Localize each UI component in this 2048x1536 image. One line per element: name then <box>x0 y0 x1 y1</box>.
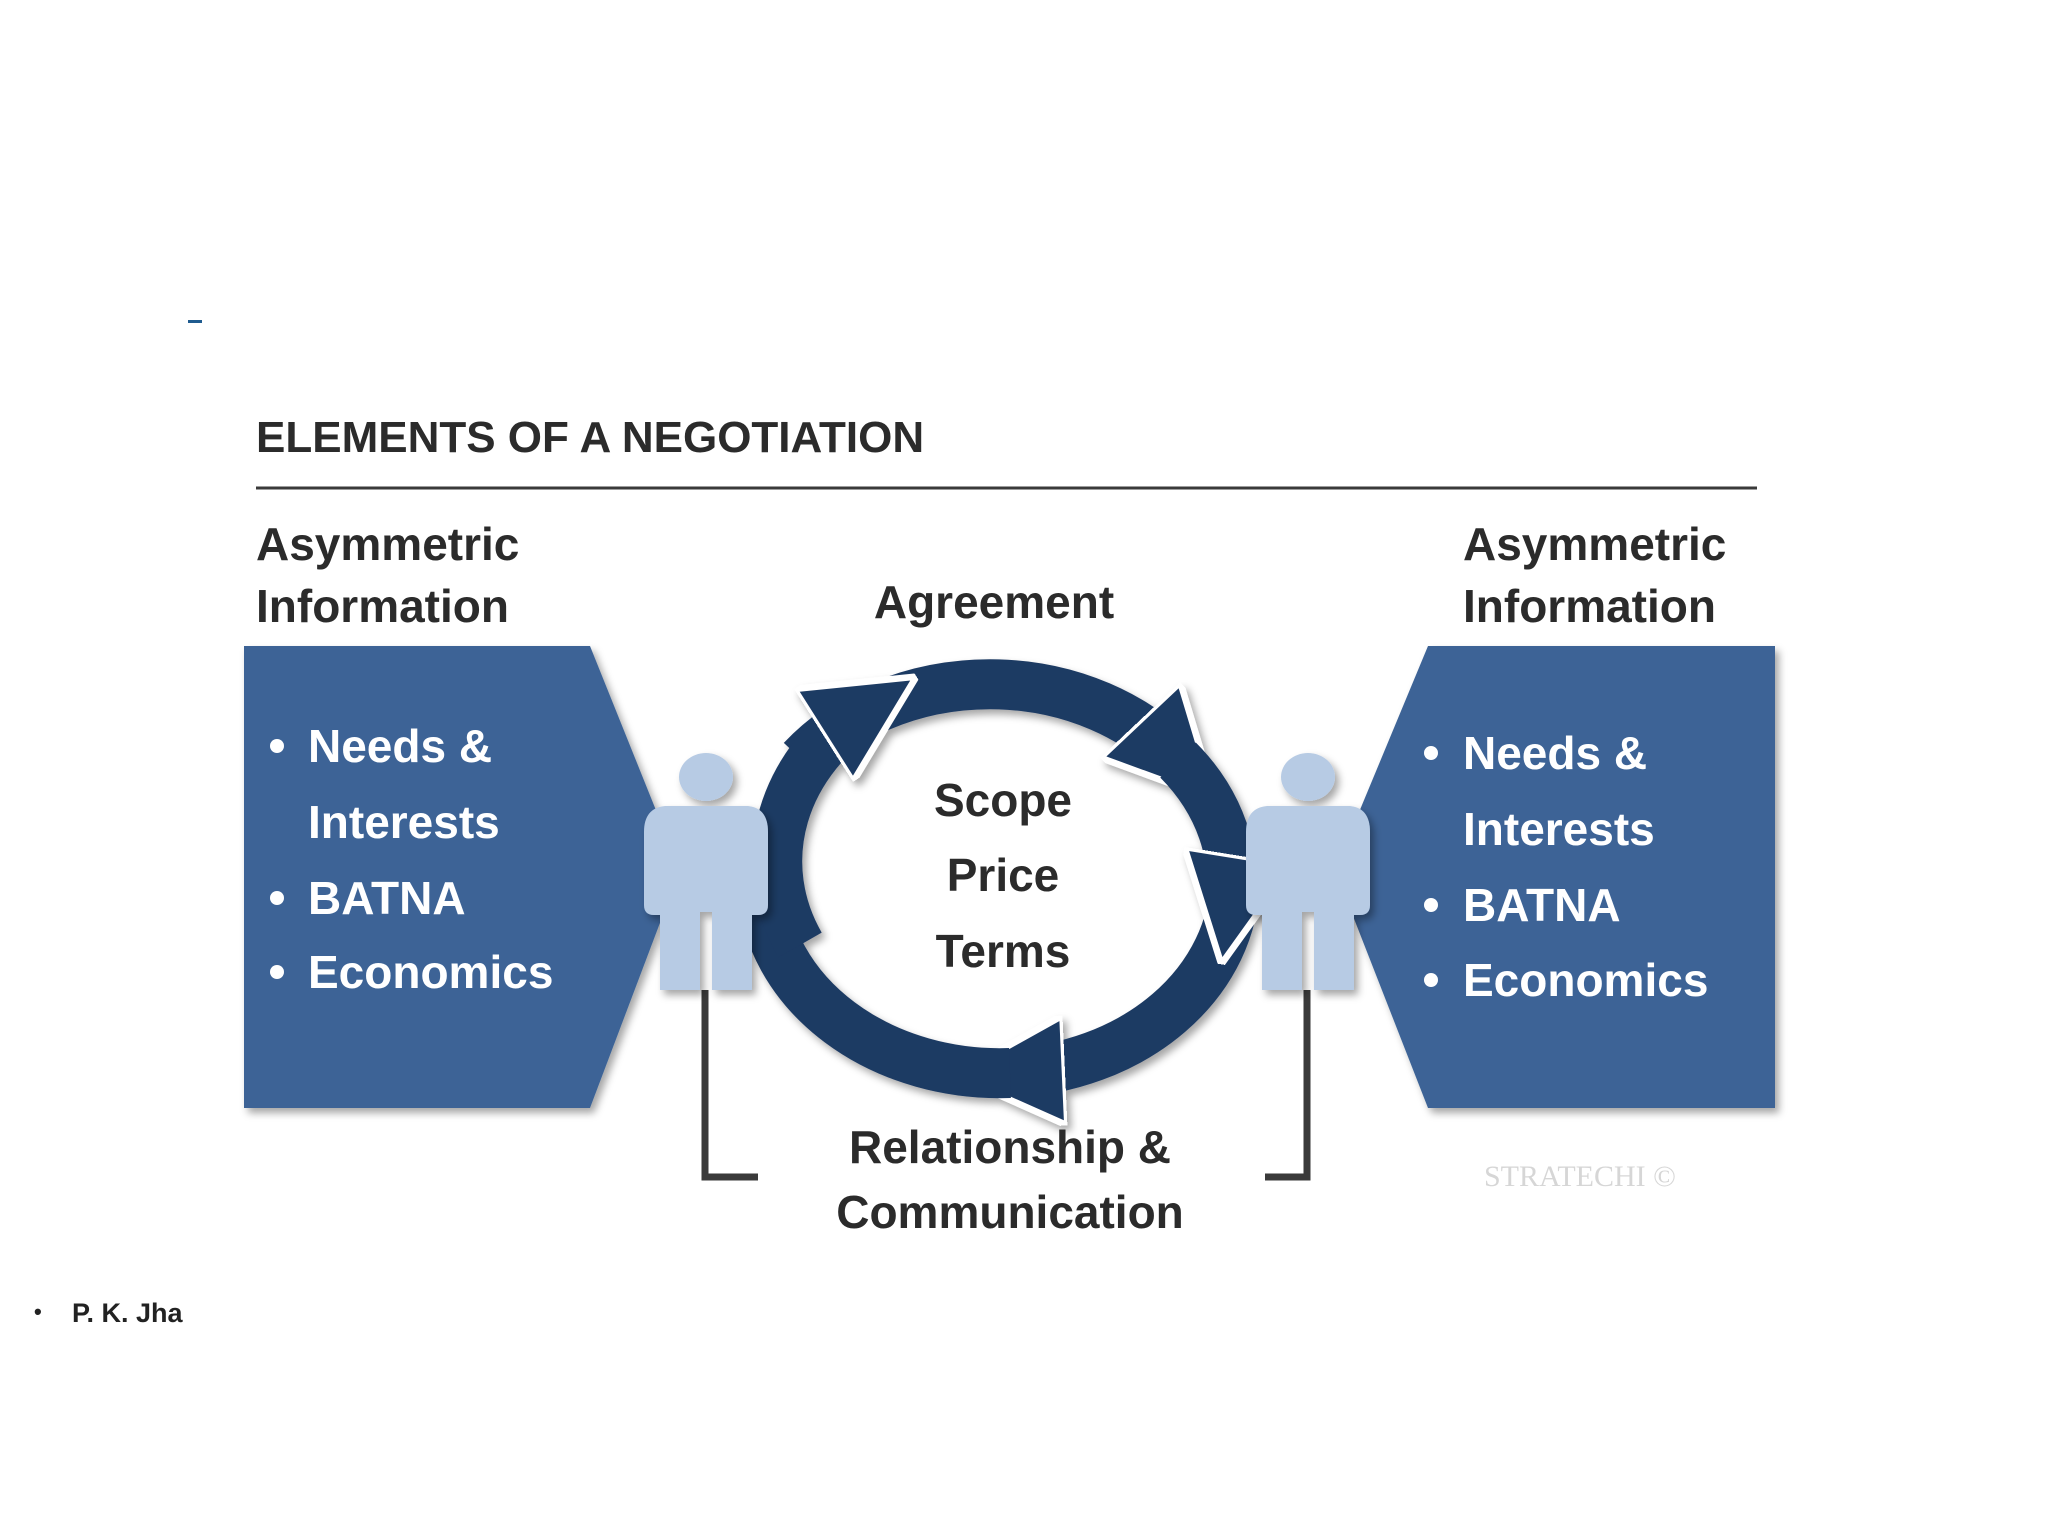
right-heading-line2: Information <box>1463 580 1716 632</box>
left-bullet-4 <box>270 965 284 979</box>
footer-author: • P. K. Jha <box>34 1298 183 1329</box>
left-item-2: Interests <box>308 796 500 848</box>
stratechi-watermark: STRATECHI © <box>1484 1160 1676 1193</box>
left-item-1: Needs & <box>308 720 492 772</box>
author-name: P. K. Jha <box>72 1298 183 1328</box>
left-person-figure <box>644 753 768 990</box>
footer-bullet: • <box>34 1299 42 1324</box>
diagram-title: ELEMENTS OF A NEGOTIATION <box>256 413 924 462</box>
left-bullet-1 <box>270 739 284 753</box>
agreement-cycle-ring <box>737 659 1235 1073</box>
relationship-label-line2: Communication <box>836 1186 1184 1238</box>
left-heading-line1: Asymmetric <box>256 518 519 570</box>
left-item-3: BATNA <box>308 872 466 924</box>
right-item-3: BATNA <box>1463 879 1621 931</box>
agreement-label: Agreement <box>874 576 1114 628</box>
right-bullet-3 <box>1424 898 1438 912</box>
right-bullet-4 <box>1424 973 1438 987</box>
center-item-terms: Terms <box>936 925 1071 977</box>
right-item-4: Economics <box>1463 954 1708 1006</box>
left-connector-line <box>701 990 758 1181</box>
left-info-panel <box>244 646 680 1108</box>
right-person-figure <box>1246 753 1370 990</box>
right-connector-line <box>1265 990 1311 1181</box>
left-bullet-3 <box>270 891 284 905</box>
right-heading-line1: Asymmetric <box>1463 518 1726 570</box>
left-heading-line2: Information <box>256 580 509 632</box>
dash-mark <box>188 320 202 323</box>
left-item-4: Economics <box>308 946 553 998</box>
center-item-price: Price <box>947 849 1060 901</box>
right-item-1: Needs & <box>1463 727 1647 779</box>
right-bullet-1 <box>1424 746 1438 760</box>
center-item-scope: Scope <box>934 774 1072 826</box>
right-item-2: Interests <box>1463 803 1655 855</box>
relationship-label-line1: Relationship & <box>849 1121 1171 1173</box>
right-info-panel <box>1335 646 1775 1108</box>
